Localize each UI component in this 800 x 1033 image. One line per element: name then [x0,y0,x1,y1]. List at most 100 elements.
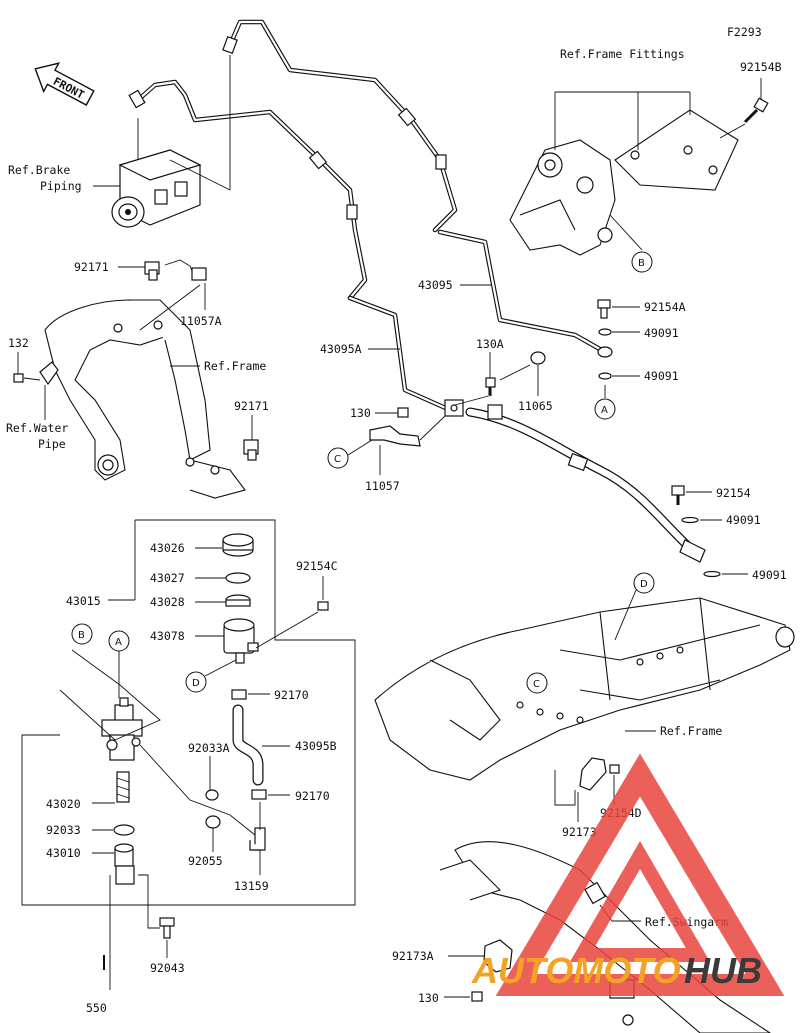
bolt-92154-icon [671,485,685,505]
watermark-hub-text: HUB [684,950,762,991]
label-ref-brake-piping-1: Ref.Brake [8,163,70,177]
callout-d-top: D [185,671,207,693]
bolt-92154c-icon [317,601,329,611]
brake-pipe-43095 [437,229,608,355]
label-11057a: 11057A [180,314,222,328]
brake-pipe-upper [227,19,458,233]
callout-d-bottom: D [633,572,655,594]
label-ref-frame-1: Ref.Frame [204,359,266,373]
label-130a: 130A [476,337,504,351]
label-11065: 11065 [518,399,553,413]
label-43027: 43027 [150,571,185,585]
bolt-130-mid-icon [397,407,409,418]
rear-brake-hose [465,407,695,553]
svg-text:C: C [533,679,540,690]
callout-c-top: C [327,447,349,469]
clip-92171-top-icon [144,261,160,281]
clamp-92170-b-icon [251,789,267,800]
swingarm-icon [439,841,771,1033]
grommet-11065-icon [530,351,546,365]
frame-rear-icon [374,597,795,781]
bolt-130-bottom-icon [471,991,483,1002]
label-92170-a: 92170 [274,688,309,702]
diaphragm-43028-icon [225,594,251,607]
abs-unit-icon [111,118,202,228]
reservoir-43078-icon [223,618,259,664]
callout-a-bottom: A [108,630,130,652]
label-43015: 43015 [66,594,101,608]
label-43095: 43095 [418,278,453,292]
label-92154: 92154 [716,486,751,500]
label-49091-d: 49091 [752,568,787,582]
plate-43027-icon [225,572,251,584]
label-ref-water-pipe-2: Pipe [38,437,66,451]
washer-49091-a-icon [598,328,612,336]
svg-text:B: B [638,258,645,269]
bracket-11057-icon [369,425,421,447]
bolt-92154d-icon [609,764,620,774]
svg-text:B: B [78,630,85,641]
label-11057: 11057 [365,479,400,493]
label-49091-a: 49091 [644,326,679,340]
label-92154c: 92154C [296,559,338,573]
label-92171-bottom: 92171 [234,399,269,413]
label-ref-water-pipe-1: Ref.Water [6,421,68,435]
svg-text:D: D [192,678,200,689]
label-132: 132 [8,336,29,350]
label-92171-top: 92171 [74,260,109,274]
label-92033: 92033 [46,823,81,837]
piston-43010-icon [114,843,135,885]
label-43010: 43010 [46,846,81,860]
label-49091-b: 49091 [644,369,679,383]
banjo-fitting-icon [679,539,706,563]
oring-92033-icon [113,824,135,836]
clamp-92170-a-icon [231,689,247,700]
label-92170-b: 92170 [295,789,330,803]
label-43095b: 43095B [295,739,337,753]
watermark-logo [495,753,785,996]
svg-text:D: D [640,579,648,590]
label-43026: 43026 [150,541,185,555]
clip-92173a-icon [483,939,513,973]
label-ref-brake-piping-2: Piping [40,179,82,193]
callout-a-top: A [594,398,616,420]
label-ref-frame-fittings: Ref.Frame Fittings [560,47,685,61]
label-43095a: 43095A [320,342,362,356]
label-13159: 13159 [234,879,269,893]
label-43078: 43078 [150,629,185,643]
svg-text:C: C [334,454,341,465]
master-cylinder-group-box [21,519,356,906]
master-cylinder-icon [101,697,143,761]
fitting-13159-icon [249,827,266,851]
bracket-92173-icon [579,757,607,791]
bolt-130a-icon [485,377,496,395]
svg-text:A: A [601,405,608,416]
label-92055: 92055 [188,854,223,868]
label-130-mid: 130 [350,406,371,420]
watermark-auto-text: AUTOMOTO [471,950,681,991]
front-arrow-icon: FRONT [34,62,95,106]
label-92173a: 92173A [392,949,434,963]
brake-pipe-43095a [135,79,368,301]
svg-text:A: A [115,637,122,648]
callout-b-bottom: B [71,623,93,645]
frame-fitting-bracket-icon [509,109,739,256]
cap-43026-icon [222,533,254,557]
label-92154b: 92154B [740,60,782,74]
callout-b-top: B [631,251,653,273]
label-550: 550 [86,1001,107,1015]
frame-left-icon [44,299,246,499]
label-49091-c: 49091 [726,513,761,527]
bolt-92154a-icon [597,299,611,319]
washer-49091-c-icon [681,516,699,524]
label-43028: 43028 [150,595,185,609]
hose-43095b-icon [232,704,264,786]
callout-c-bottom: C [526,672,548,694]
washer-49091-b-icon [598,372,612,380]
label-92173: 92173 [562,825,597,839]
diagram-code: F2293 [727,25,762,39]
label-ref-frame-2: Ref.Frame [660,724,722,738]
label-92033a: 92033A [188,741,230,755]
